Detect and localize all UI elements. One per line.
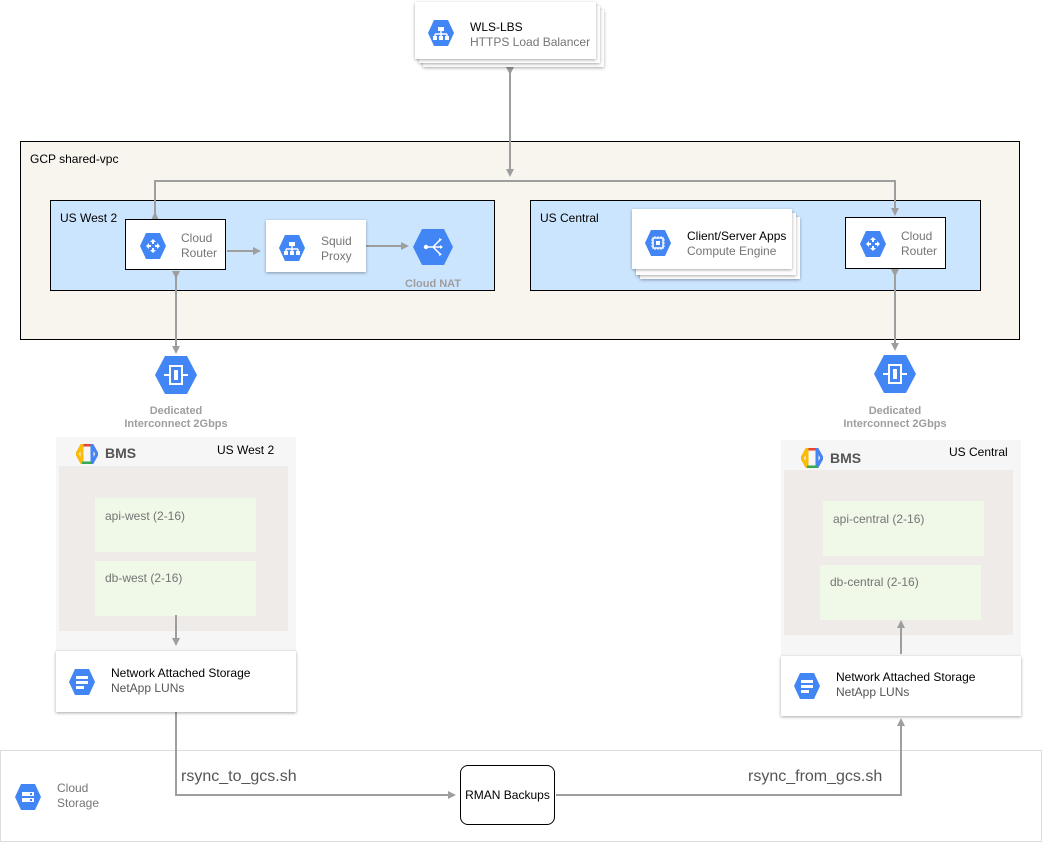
interconnect-label-2: Interconnect 2Gbps <box>843 418 947 430</box>
compute-engine-icon <box>644 229 672 257</box>
bms-central-container: BMS US Central api-central (2-16) db-cen… <box>781 440 1021 656</box>
router-label-1: Cloud <box>901 229 933 243</box>
interconnect-west-icon[interactable] <box>154 355 198 395</box>
region-central-label: US Central <box>540 211 599 225</box>
bms-inner: api-west (2-16) db-west (2-16) <box>59 466 288 631</box>
central-cloud-router[interactable]: Cloud Router <box>845 217 946 269</box>
lb-title: WLS-LBS <box>470 20 523 34</box>
vpc-label: GCP shared-vpc <box>30 152 119 166</box>
nas-title: Network Attached Storage <box>836 670 976 684</box>
rsync-to-label: rsync_to_gcs.sh <box>181 768 297 785</box>
interconnect-label-1: Dedicated <box>149 405 203 417</box>
nas-title: Network Attached Storage <box>111 666 251 680</box>
cloud-router-icon <box>139 232 167 260</box>
squid-proxy-icon <box>278 234 306 262</box>
bms-logo-icon <box>800 443 824 473</box>
node-api: api-central (2-16) <box>823 501 984 556</box>
node-api: api-west (2-16) <box>95 498 256 552</box>
cloud-storage-icon <box>14 783 42 811</box>
squid-label-1: Squid <box>321 234 352 248</box>
bms-inner: api-central (2-16) db-central (2-16) <box>784 470 1013 635</box>
bms-west-container: BMS US West 2 api-west (2-16) db-west (2… <box>56 437 296 652</box>
apps-title: Client/Server Apps <box>687 229 787 243</box>
router-label-2: Router <box>181 246 218 260</box>
load-balancer-card[interactable]: WLS-LBS HTTPS Load Balancer <box>415 2 596 59</box>
west-cloud-router[interactable]: Cloud Router <box>125 219 226 270</box>
client-server-apps-card[interactable]: Client/Server Apps Compute Engine <box>632 209 792 269</box>
interconnect-central-icon[interactable] <box>873 354 917 394</box>
cloud-router-icon <box>859 230 887 258</box>
interconnect-label-1: Dedicated <box>868 405 922 417</box>
nas-icon <box>793 672 821 700</box>
node-db-label: db-west (2-16) <box>105 571 183 585</box>
router-label-2: Router <box>901 244 938 258</box>
region-west-label: US West 2 <box>60 211 118 225</box>
rsync-from-label: rsync_from_gcs.sh <box>748 768 883 785</box>
bms-region: US West 2 <box>217 443 275 457</box>
nas-central-card[interactable]: Network Attached Storage NetApp LUNs <box>781 656 1021 716</box>
rman-backups-box[interactable]: RMAN Backups <box>460 765 555 825</box>
cloud-storage-label-1: Cloud <box>57 781 89 795</box>
interconnect-label-2: Interconnect 2Gbps <box>124 418 228 430</box>
rman-label: RMAN Backups <box>465 788 550 802</box>
interconnect-central-label: Dedicated Interconnect 2Gbps <box>815 405 975 431</box>
cloud-nat-icon[interactable] <box>412 228 454 266</box>
node-db: db-central (2-16) <box>820 565 981 620</box>
bms-logo-icon <box>75 439 99 469</box>
node-api-label: api-west (2-16) <box>105 509 186 523</box>
cloud-nat-label: Cloud NAT <box>405 278 462 290</box>
bms-brand: BMS <box>830 450 862 466</box>
bms-brand: BMS <box>105 445 137 461</box>
nas-west-card[interactable]: Network Attached Storage NetApp LUNs <box>56 651 296 712</box>
lb-subtitle: HTTPS Load Balancer <box>470 35 591 49</box>
nas-subtitle: NetApp LUNs <box>836 685 910 699</box>
node-db: db-west (2-16) <box>95 561 256 616</box>
load-balancer-icon <box>427 19 455 47</box>
apps-subtitle: Compute Engine <box>687 244 777 258</box>
squid-proxy-card[interactable]: Squid Proxy <box>266 220 366 272</box>
interconnect-west-label: Dedicated Interconnect 2Gbps <box>96 405 256 431</box>
bms-region: US Central <box>949 445 1008 459</box>
squid-label-2: Proxy <box>321 249 352 263</box>
node-db-label: db-central (2-16) <box>830 575 919 589</box>
node-api-label: api-central (2-16) <box>833 512 925 526</box>
nas-subtitle: NetApp LUNs <box>111 681 185 695</box>
nas-icon <box>68 668 96 696</box>
router-label-1: Cloud <box>181 231 213 245</box>
cloud-storage-label-2: Storage <box>57 796 100 810</box>
